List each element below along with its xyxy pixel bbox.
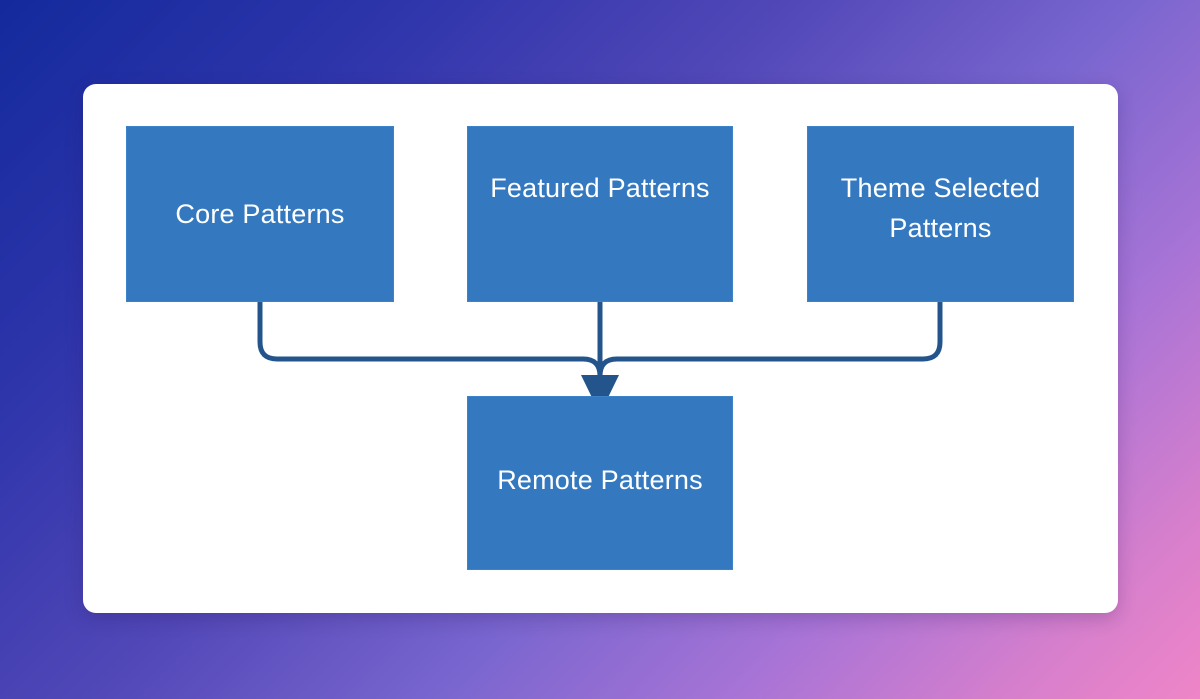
node-theme-selected-patterns-label: Theme Selected Patterns — [840, 173, 1041, 243]
edge-merge-right — [597, 356, 618, 377]
node-remote-patterns[interactable]: Remote Patterns — [467, 396, 733, 570]
node-core-patterns-label: Core Patterns — [175, 199, 345, 229]
edge-merge-left — [582, 356, 603, 377]
edge-core-to-remote — [257, 302, 583, 362]
diagram-card: Core Patterns Featured Patterns Theme Se… — [83, 84, 1118, 613]
node-featured-patterns-label: Featured Patterns — [490, 173, 710, 203]
node-theme-selected-patterns[interactable]: Theme Selected Patterns — [807, 126, 1074, 302]
node-featured-patterns[interactable]: Featured Patterns — [467, 126, 733, 302]
node-remote-patterns-label: Remote Patterns — [497, 465, 703, 495]
edge-theme-to-remote — [617, 302, 943, 362]
node-core-patterns[interactable]: Core Patterns — [126, 126, 394, 302]
flow-diagram: Core Patterns Featured Patterns Theme Se… — [83, 84, 1118, 613]
